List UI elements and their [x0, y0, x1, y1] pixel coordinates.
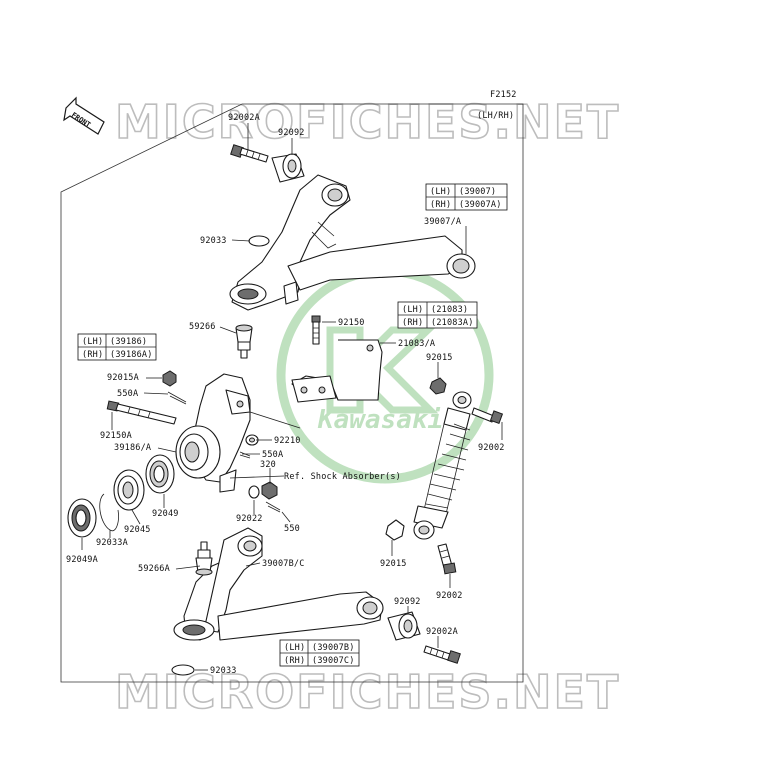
seal-92049a: [67, 498, 97, 538]
table-knuckle-part-1: (39186A): [110, 350, 153, 360]
table-upper-arm-part-0: (39007): [459, 187, 496, 197]
label-92015-right: 92015: [426, 353, 453, 363]
label-550a-left: 550A: [117, 389, 138, 399]
label-92002a-bottom: 92002A: [426, 627, 458, 637]
table-knuckle-part-0: (39186): [110, 337, 147, 347]
table-bracket-side-0: (LH): [402, 305, 423, 315]
table-bracket-side-1: (RH): [402, 318, 423, 328]
label-92022: 92022: [236, 514, 263, 524]
bushing-92092-bottom: [387, 611, 421, 641]
label-92150: 92150: [338, 318, 365, 328]
table-knuckle: (LH) (39186) (RH) (39186A): [77, 333, 157, 361]
bolt-92002a-top: [230, 144, 269, 163]
bolt-92150a: [106, 400, 177, 425]
label-550a-right: 550A: [262, 450, 283, 460]
bolt-92002-bottom: [437, 543, 457, 575]
bolt-92002-right: [471, 407, 504, 425]
table-upper-arm: (LH) (39007) (RH) (39007A): [425, 183, 508, 211]
label-92002a-top: 92002A: [228, 113, 260, 123]
table-bracket: (LH) (21083) (RH) (21083A): [397, 301, 478, 329]
nut-92015-bottom: [385, 519, 405, 541]
label-550: 550: [284, 524, 300, 534]
label-92015-bottom: 92015: [380, 559, 407, 569]
ref-shock-note: Ref. Shock Absorber(s): [284, 472, 401, 482]
label-59266: 59266: [189, 322, 216, 332]
table-bracket-part-0: (21083): [431, 305, 468, 315]
label-92210: 92210: [274, 436, 301, 446]
upper-a-arm: [229, 174, 476, 311]
table-lower-arm: (LH) (39007B) (RH) (39007C): [279, 639, 360, 667]
table-lower-arm-part-0: (39007B): [312, 643, 355, 653]
diagram-code: F2152: [490, 90, 517, 100]
table-upper-arm-side-0: (LH): [430, 187, 451, 197]
label-92045: 92045: [124, 525, 151, 535]
table-upper-arm-part-1: (39007A): [459, 200, 502, 210]
label-320: 320: [260, 460, 276, 470]
label-59266a: 59266A: [138, 564, 170, 574]
label-21083a: 21083/A: [398, 339, 435, 349]
front-arrow-icon: FRONT: [63, 96, 105, 135]
label-92049a: 92049A: [66, 555, 98, 565]
bolt-92002a-bottom: [423, 645, 461, 664]
nut-92015a: [162, 370, 177, 387]
bearing-92045: [113, 469, 145, 511]
label-92049: 92049: [152, 509, 179, 519]
leader-lines: [81, 123, 503, 671]
nut-320: [261, 481, 278, 500]
label-39007bc: 39007B/C: [262, 559, 305, 569]
circlip-92033-top: [248, 235, 270, 247]
watermark-bottom: MICROFICHES.NET: [115, 665, 620, 719]
table-knuckle-side-0: (LH): [82, 337, 103, 347]
label-92015a: 92015A: [107, 373, 139, 383]
variant-label: (LH/RH): [477, 111, 514, 121]
washer-320: [248, 485, 260, 499]
label-92150a: 92150A: [100, 431, 132, 441]
label-92033-top: 92033: [200, 236, 227, 246]
table-knuckle-side-1: (RH): [82, 350, 103, 360]
ball-joint-59266a: [195, 541, 213, 576]
label-92092-top: 92092: [278, 128, 305, 138]
label-92033a: 92033A: [96, 538, 128, 548]
lower-a-arm: [173, 527, 384, 641]
diagram-frame: [60, 103, 524, 683]
ball-joint-59266: [235, 324, 253, 359]
label-39186a: 39186/A: [114, 443, 151, 453]
table-lower-arm-side-1: (RH): [284, 656, 305, 666]
steering-knuckle-39186: [175, 373, 301, 493]
label-92092-bottom: 92092: [394, 597, 421, 607]
table-lower-arm-side-0: (LH): [284, 643, 305, 653]
label-92002-right: 92002: [478, 443, 505, 453]
nut-92015-right: [429, 377, 447, 395]
bushing-92092-top: [271, 153, 305, 183]
circlip-92033-bottom: [171, 664, 195, 676]
label-92033-bottom: 92033: [210, 666, 237, 676]
table-upper-arm-side-1: (RH): [430, 200, 451, 210]
cotter-pin-550a-left: [167, 391, 187, 405]
label-92002-bottom: 92002: [436, 591, 463, 601]
table-bracket-part-1: (21083A): [431, 318, 474, 328]
watermark-top: MICROFICHES.NET: [115, 95, 620, 149]
cotter-pin-550: [265, 501, 281, 513]
shock-absorber: [413, 391, 472, 540]
label-39007a: 39007/A: [424, 217, 461, 227]
bearing-92049: [145, 454, 175, 494]
washer-92210-hole: [249, 437, 255, 443]
part-labels: 92002A 92092 92033 39007/A 59266 92150 2…: [66, 113, 505, 676]
table-lower-arm-part-1: (39007C): [312, 656, 355, 666]
cotter-pin-550a-right: [239, 451, 251, 459]
logo-text: Kawasaki: [317, 405, 443, 435]
bracket-21083: [291, 315, 383, 403]
